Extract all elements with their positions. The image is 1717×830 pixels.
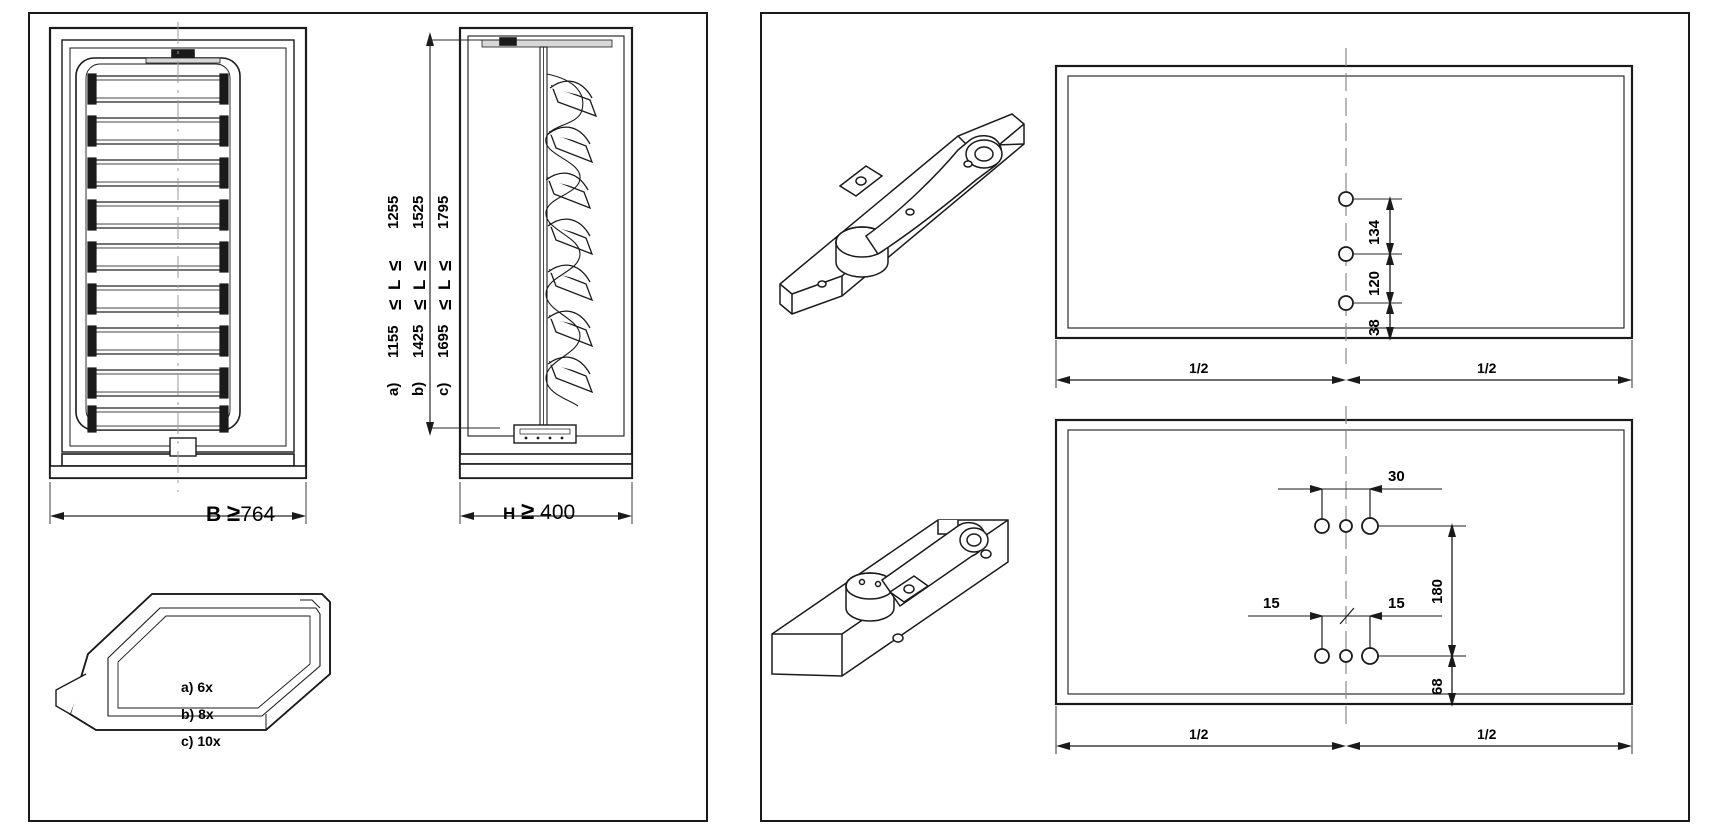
left-drawing-panel: B ≥764 H ≥ 400 1255 ≤ L ≤ 1155 a) 1525 ≤… xyxy=(28,12,708,822)
bottom-dim-180: 180 xyxy=(1429,578,1446,604)
tray-legend-line-c: c) 10x xyxy=(181,733,221,749)
width-value: 764 xyxy=(240,503,276,526)
variant-a-rel-low: ≤ xyxy=(385,299,406,310)
shelf-stack xyxy=(87,73,229,433)
depth-relation: ≥ xyxy=(521,498,535,525)
bottom-offset-15-dims xyxy=(1248,607,1442,649)
width-relation: ≥ xyxy=(227,500,241,527)
top-half-dims xyxy=(1055,340,1633,388)
right-drawing-panel: 134 120 38 1/2 1/2 30 180 68 15 15 1/2 1… xyxy=(760,12,1690,822)
bottom-dim-15-left: 15 xyxy=(1263,595,1280,612)
variant-c-rel-high: ≤ xyxy=(435,260,456,271)
variant-a-rel-high: ≤ xyxy=(385,260,406,271)
bottom-lower-hole-row xyxy=(1314,647,1379,665)
variant-b-key: b) xyxy=(410,381,427,396)
variant-c-min: 1695 xyxy=(435,324,452,358)
bottom-dim-15-right: 15 xyxy=(1388,595,1405,612)
top-dim-38: 38 xyxy=(1366,319,1383,336)
top-vertical-dims xyxy=(1386,196,1394,341)
variant-b-var: L xyxy=(410,279,429,290)
variant-a-max: 1255 xyxy=(385,195,402,229)
variant-c-var: L xyxy=(435,279,454,290)
top-dim-134: 134 xyxy=(1366,219,1383,245)
width-dimension-label: B ≥764 xyxy=(206,502,275,526)
bracket-arm-iso-top xyxy=(779,113,1025,315)
variant-c-rel-low: ≤ xyxy=(435,299,456,310)
variant-b-max: 1525 xyxy=(410,195,427,229)
top-half-left: 1/2 xyxy=(1189,360,1209,376)
bottom-dim-68 xyxy=(1448,653,1456,707)
variant-a-min: 1155 xyxy=(385,325,402,358)
top-half-right: 1/2 xyxy=(1477,360,1497,376)
variant-a-key: a) xyxy=(385,382,402,396)
depth-dimension-line xyxy=(459,482,633,524)
top-dim-120: 120 xyxy=(1366,270,1383,296)
bottom-upper-hole-row xyxy=(1314,517,1379,535)
tray-legend-line-a: a) 6x xyxy=(181,679,213,695)
depth-symbol: H xyxy=(503,504,516,523)
variant-b-min: 1425 xyxy=(410,324,427,358)
variant-b-rel-high: ≤ xyxy=(410,260,431,271)
bottom-dim-30: 30 xyxy=(1388,468,1405,485)
tray-isometric-detail xyxy=(55,593,331,731)
depth-value: 400 xyxy=(540,501,576,524)
bottom-half-left: 1/2 xyxy=(1189,726,1209,742)
variant-c-max: 1795 xyxy=(435,195,452,229)
depth-dimension-label: H ≥ 400 xyxy=(503,500,575,524)
tray-legend-line-b: b) 8x xyxy=(181,706,214,722)
right-panel-geometry xyxy=(771,48,1634,754)
bottom-half-right: 1/2 xyxy=(1477,726,1497,742)
width-symbol: B xyxy=(206,503,222,526)
width-dimension-line xyxy=(49,482,307,524)
bracket-block-iso-bottom xyxy=(771,519,1009,677)
bottom-dim-180 xyxy=(1378,523,1466,659)
left-panel-geometry xyxy=(48,22,634,731)
bottom-offset-30-dim xyxy=(1278,485,1442,519)
bottom-half-dims xyxy=(1055,706,1633,754)
variant-a-var: L xyxy=(385,279,404,290)
variant-c-key: c) xyxy=(435,382,452,396)
bottom-dim-68: 68 xyxy=(1429,678,1446,695)
variant-b-rel-low: ≤ xyxy=(410,299,431,310)
height-dimension-line xyxy=(426,32,500,436)
